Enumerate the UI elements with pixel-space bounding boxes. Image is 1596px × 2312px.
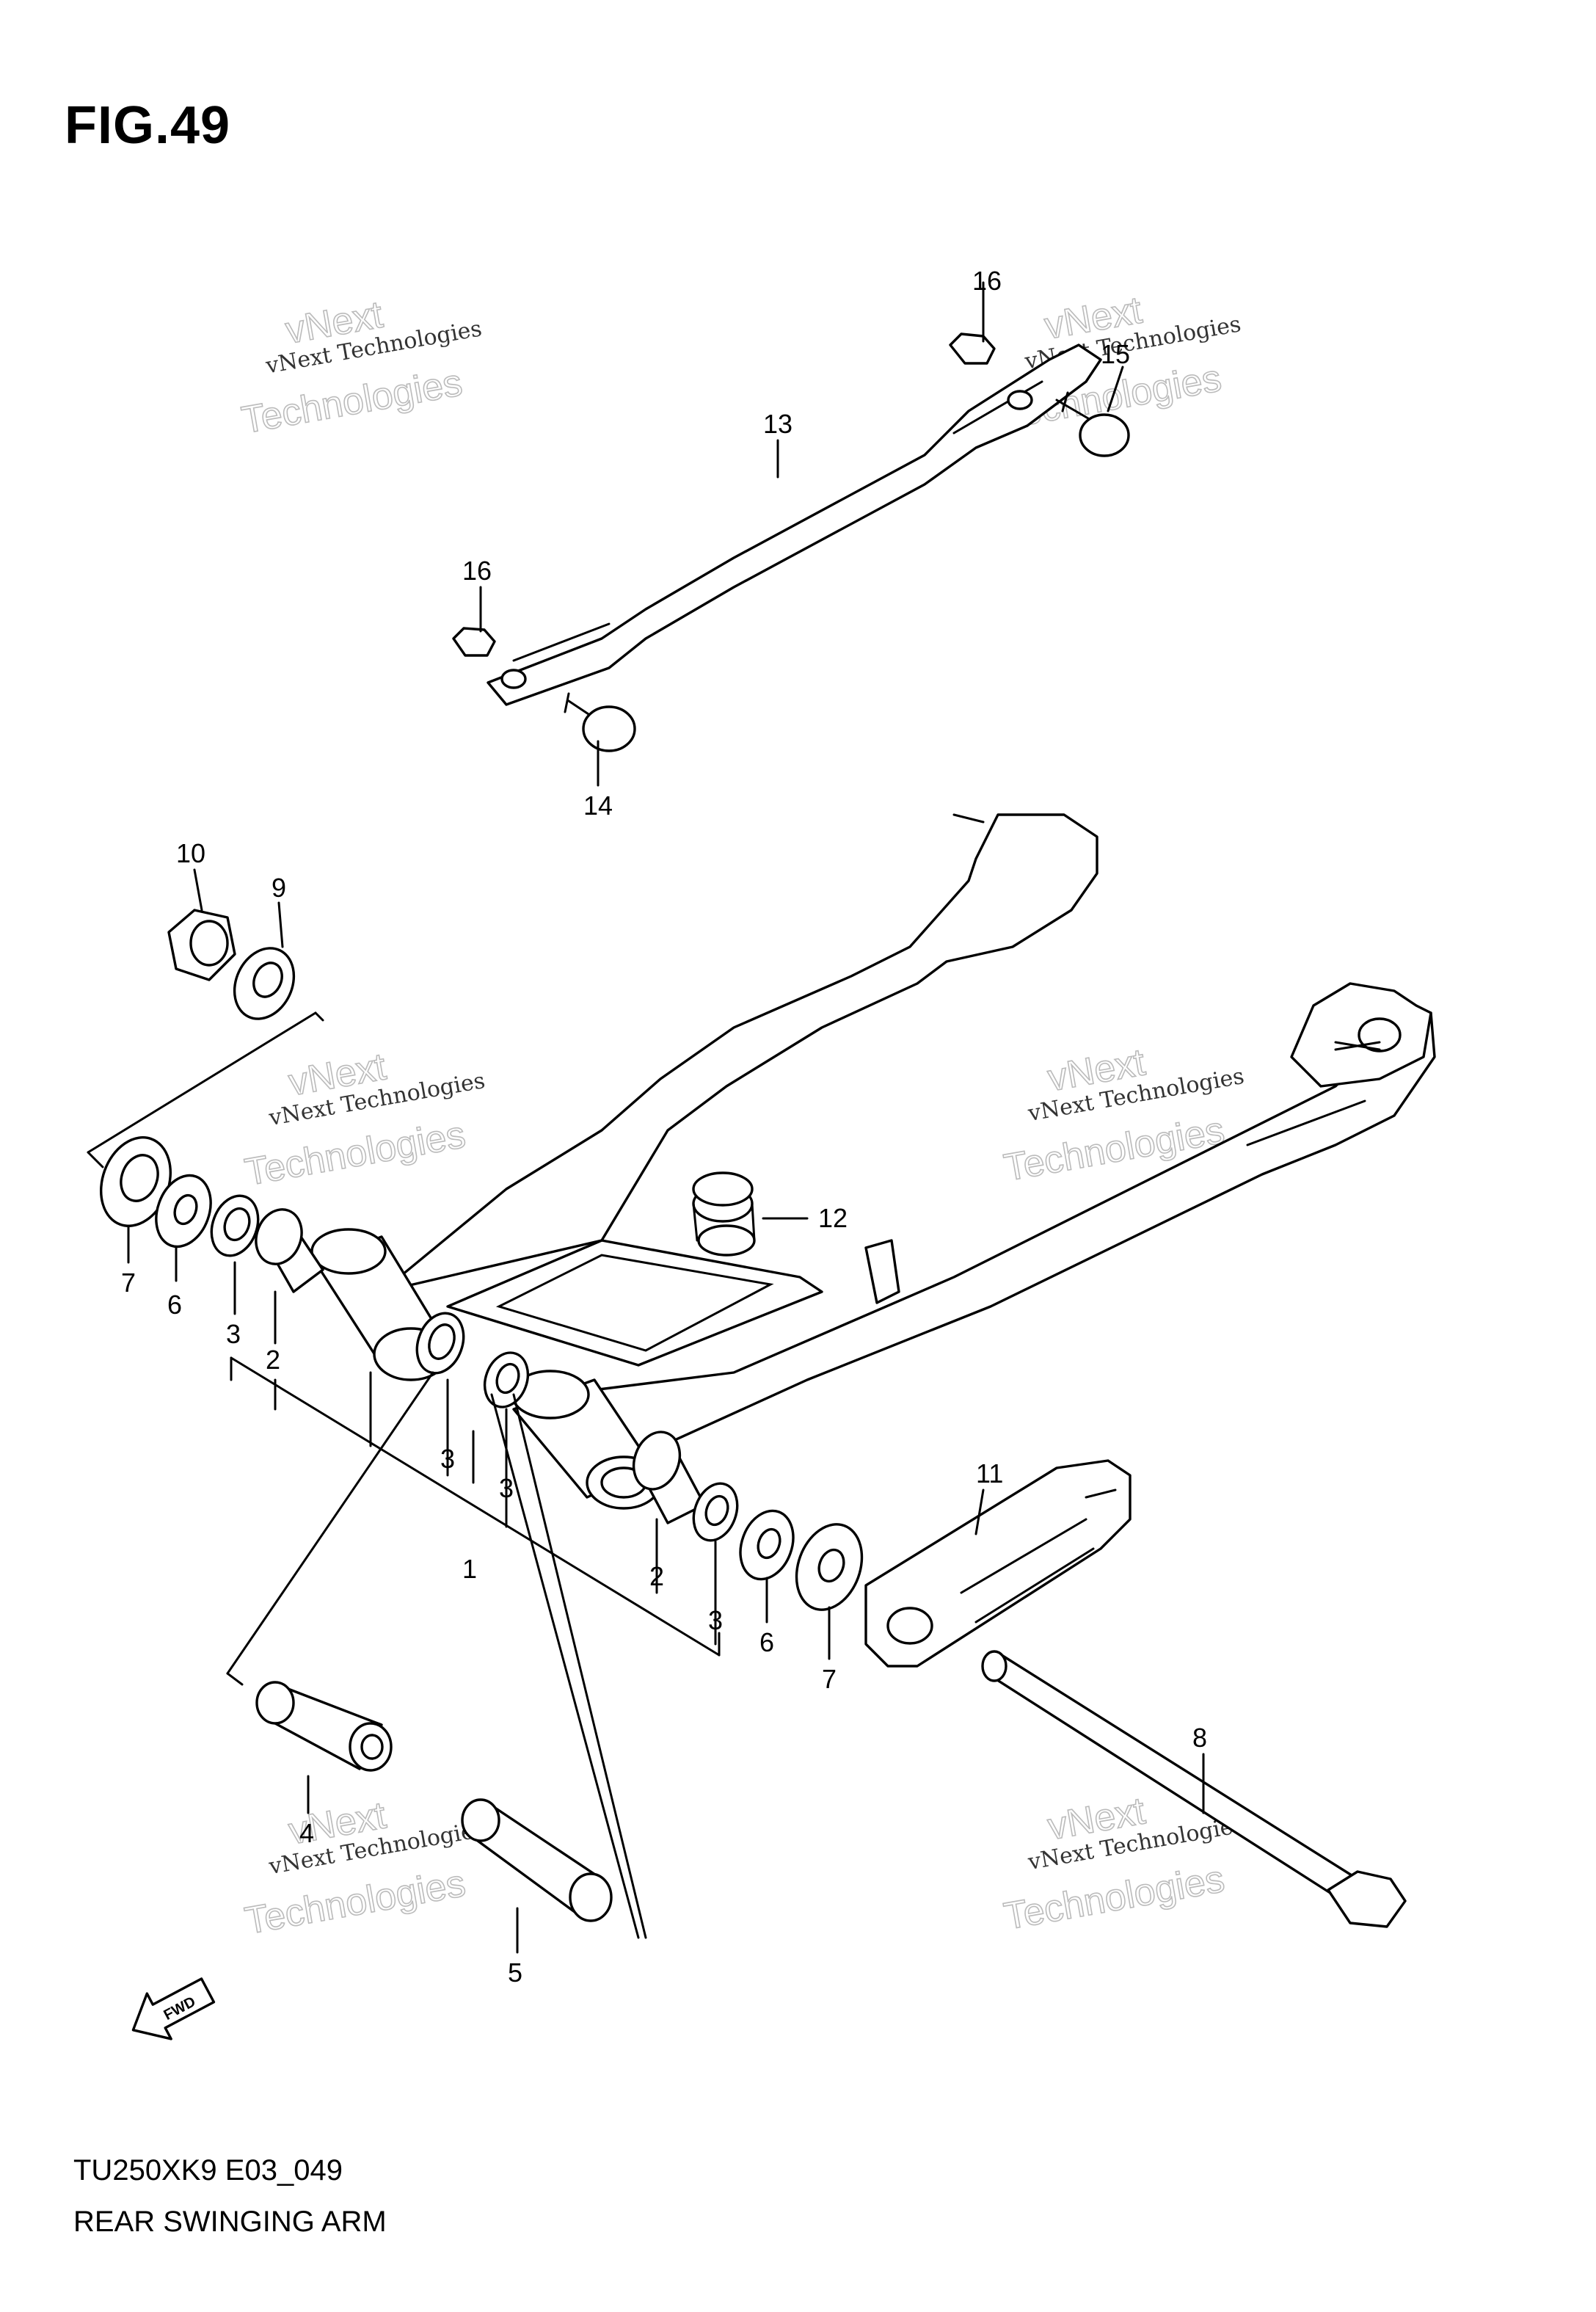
part-9-washer [233,947,296,1020]
part-6-washer-right [739,1509,795,1581]
watermark-mid-left: vNext vNext Technologies Technologies [241,1044,487,1194]
figure-name: REAR SWINGING ARM [73,2206,387,2238]
part-16-nut-left [452,627,496,657]
part-3-bearing-left [210,1194,260,1257]
figure-title: FIG.49 [65,96,231,155]
part-10-nut [167,909,236,981]
callout-2-left: 2 [266,1345,280,1375]
callout-13: 13 [763,409,792,439]
part-7-seal-left [99,1136,172,1227]
part-8-axle-bolt [981,1650,1407,1928]
callout-16-top: 16 [972,266,1002,296]
callout-1: 1 [462,1554,477,1584]
part-3-bearing-inner-b [483,1351,530,1408]
watermark-bottom-left: vNext vNext Technologies Technologies [241,1793,487,1943]
callout-10: 10 [176,838,205,868]
callout-5: 5 [508,1957,522,1988]
callout-16-left: 16 [462,556,492,586]
part-1-swinging-arm [310,813,1436,1510]
part-14-bolt [564,692,636,752]
fwd-arrow-icon: FWD [131,1977,216,2040]
part-12-rubber-bush [692,1171,809,1257]
callout-4: 4 [299,1818,314,1848]
callout-7-left: 7 [121,1268,136,1298]
callout-6-right: 6 [759,1627,774,1657]
callout-3-inner-b: 3 [499,1473,514,1503]
part-13-brace-arm [487,343,1102,706]
callout-12: 12 [818,1203,848,1233]
callouts: 16 15 13 16 14 10 9 12 7 6 3 2 3 3 1 11 … [121,266,1207,1988]
part-3-bearing-inner-a [415,1312,465,1375]
part-2-collar-left [255,1208,324,1293]
part-11-chain-slider [864,1459,1132,1668]
callout-9: 9 [272,873,286,903]
callout-3-right: 3 [708,1605,723,1635]
callout-11: 11 [976,1458,1003,1488]
part-5-collar [461,1798,613,1922]
part-6-washer-left [155,1174,212,1248]
callout-3-inner-a: 3 [440,1444,455,1474]
callout-2-right: 2 [649,1561,664,1591]
part-16-nut-top [949,332,996,365]
callout-7-right: 7 [822,1664,837,1694]
model-code: TU250XK9 E03_049 [73,2154,343,2186]
part-7-seal-right [795,1523,864,1611]
part-4-collar [255,1681,393,1772]
callout-8: 8 [1192,1723,1207,1753]
part-3-bearing-right [692,1482,739,1542]
assembly-lines [87,281,1205,1954]
callout-15: 15 [1101,339,1130,369]
callout-6-left: 6 [167,1290,182,1320]
callout-3-left: 3 [226,1319,241,1349]
part-15-bolt [1055,391,1130,457]
callout-14: 14 [583,790,613,821]
watermark-top-left: vNext vNext Technologies Technologies [238,293,484,443]
